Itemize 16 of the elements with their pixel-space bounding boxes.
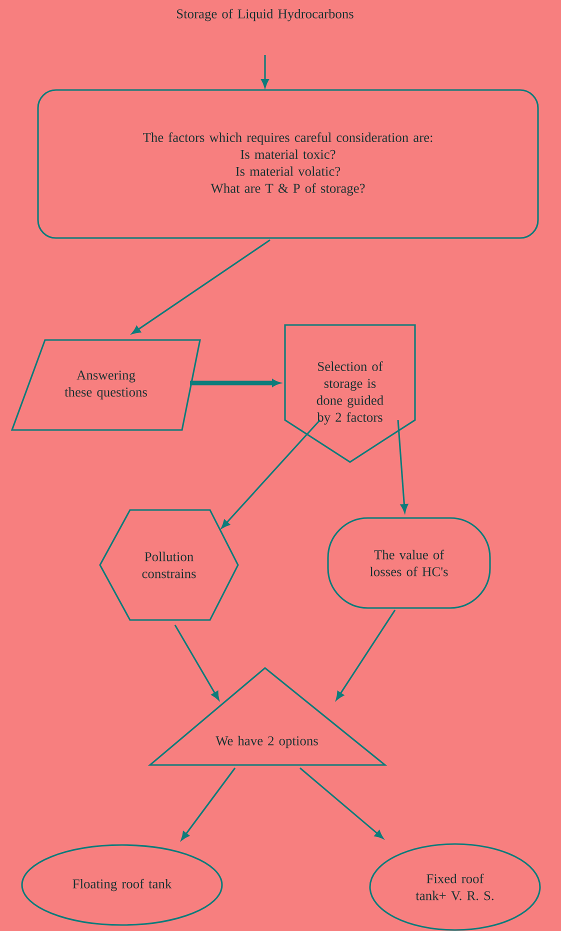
rounded-box: The value of losses of HC's xyxy=(327,517,491,609)
pentagon-box: Selection of storage is done guided by 2 factors xyxy=(284,324,416,463)
arrow xyxy=(181,768,236,840)
arrow xyxy=(174,624,220,700)
arrow xyxy=(132,239,270,334)
hexagon-box: Pollution constrains xyxy=(99,509,239,621)
arrow xyxy=(190,379,280,387)
arrow xyxy=(336,610,396,700)
arrow xyxy=(397,420,408,513)
arrow xyxy=(299,767,384,839)
ellipse-box: Fixed roof tank+ V. R. S. xyxy=(369,843,541,931)
title-text: Storage of Liquid Hydrocarbons xyxy=(177,8,354,22)
ellipse-box: Floating roof tank xyxy=(21,844,223,926)
arrow xyxy=(221,419,321,529)
arrow xyxy=(261,55,269,88)
rounded-box: The factors which requires careful consideration are: Is material toxic? Is material volatic? What are T & P of storage? xyxy=(37,89,539,239)
